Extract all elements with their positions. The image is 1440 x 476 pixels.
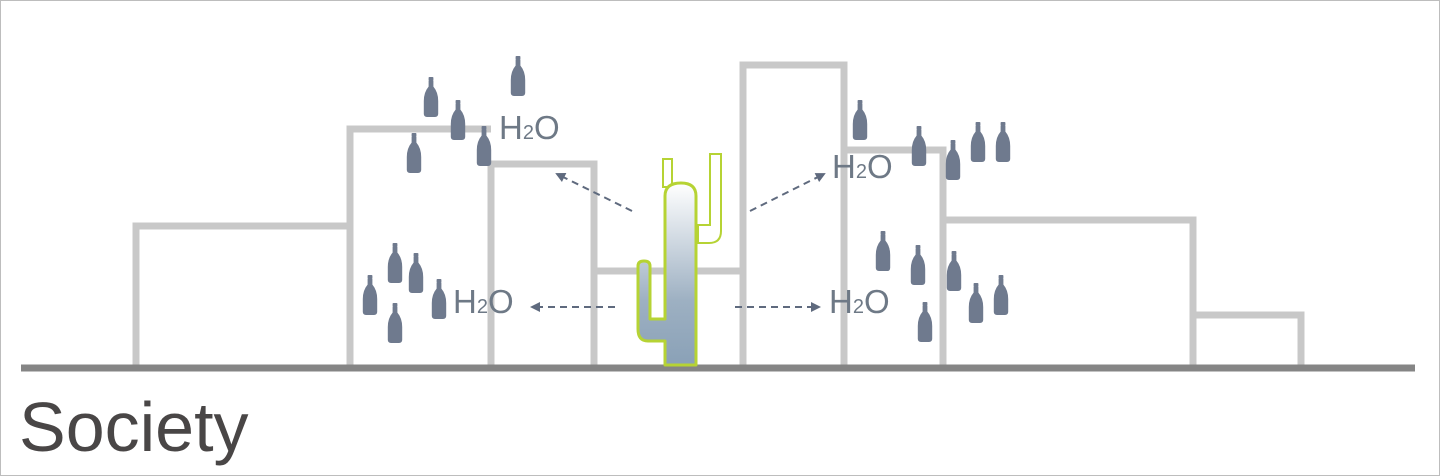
water-bottle-icon [995,122,1011,162]
cactus-icon [636,153,722,367]
water-bottle-icon [450,100,466,140]
water-bottle-icon [917,302,933,342]
water-bottle-icon [852,100,868,140]
water-bottle-icon [875,231,891,271]
arrow-up-right [749,173,826,212]
water-bottle-icon [510,56,526,96]
building-6 [844,146,947,365]
h2o-label-top-right: H2O [832,148,893,185]
buildings [132,61,1305,365]
arrows [530,173,826,312]
water-bottle-icon [387,243,403,283]
water-bottle-icon [910,245,926,285]
water-bottle-icon [387,303,403,343]
h2o-label-bottom-left: H2O [453,283,514,320]
water-bottle-icon [423,77,439,117]
arrow-up-left [555,173,633,212]
water-bottle-icon [431,279,447,319]
water-bottle-icon [946,251,962,291]
building-3 [487,160,598,365]
building-7 [943,216,1197,365]
water-bottle-icon [970,122,986,162]
h2o-label-bottom-right: H2O [829,283,890,320]
water-bottle-icon [362,275,378,315]
caption-society: Society [19,388,249,466]
water-bottle-icon [406,133,422,173]
building-5 [739,61,848,365]
water-bottle-icon [408,253,424,293]
water-bottle-icon [993,275,1009,315]
building-1 [132,222,350,365]
building-2 [346,125,491,365]
water-bottle-icon [911,126,927,166]
water-bottle-icon [945,140,961,180]
building-8 [1193,311,1305,365]
h2o-label-top-left: H2O [499,109,560,146]
water-bottle-icon [968,283,984,323]
